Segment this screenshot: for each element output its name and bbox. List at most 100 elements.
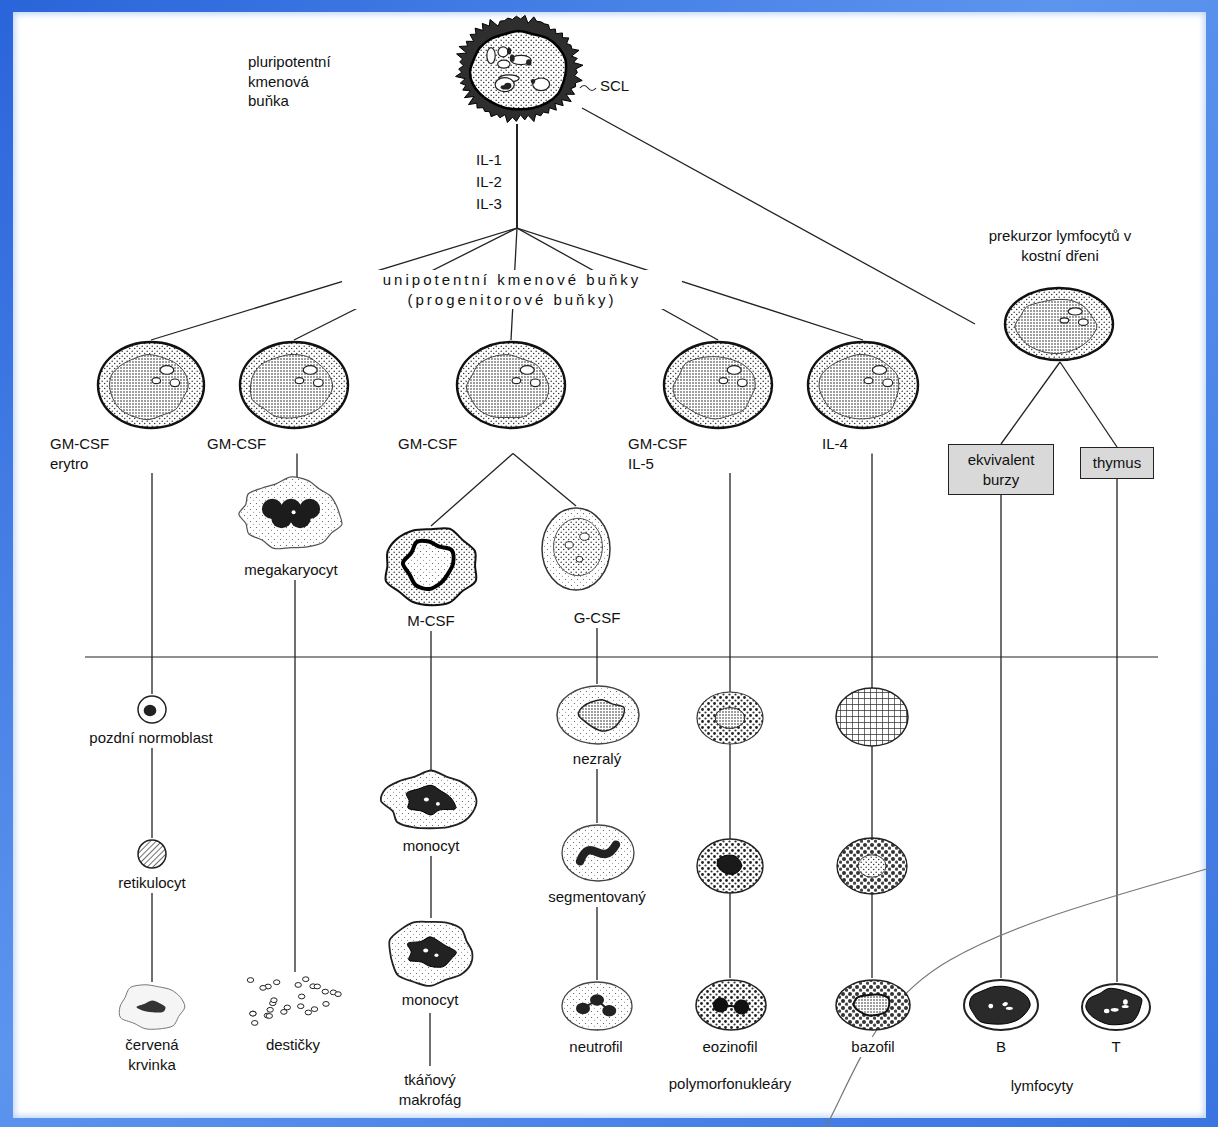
cell-label: destičky: [266, 1035, 320, 1055]
cell-label: IL-4: [822, 434, 848, 454]
blood-cell: destičky: [238, 972, 352, 1055]
diagram-label: IL-1: [476, 150, 502, 170]
lineage-connector: [151, 893, 152, 983]
blood-cell: T: [1080, 982, 1152, 1057]
lineage-connector: [430, 856, 431, 919]
cell-label: retikulocyt: [118, 873, 186, 893]
cell-label: GM-CSF: [207, 434, 266, 454]
cell-drawing: [836, 688, 908, 746]
organ-label: ekvivalent burzy: [961, 450, 1041, 489]
blood-cell: GM-CSF IL-5: [628, 340, 774, 473]
cell-drawing: [237, 478, 345, 550]
cell-drawing: [118, 982, 186, 1032]
cell-drawing: [697, 692, 763, 744]
organ-label: thymus: [1093, 453, 1141, 473]
lineage-connector: [1001, 362, 1060, 444]
blood-cell: nezralý: [555, 684, 641, 769]
cell-drawing: [806, 340, 920, 430]
blood-cell: monocyt: [383, 770, 479, 856]
cell-drawing: [383, 526, 479, 606]
cell-label: M-CSF: [407, 611, 455, 631]
cell-drawing: [96, 340, 206, 430]
lineage-connector: [151, 473, 152, 694]
diagram-label: SCL: [600, 76, 629, 96]
cell-drawing: [238, 340, 350, 430]
lineage-connector: [430, 631, 431, 771]
blood-cell: pozdní normoblast: [89, 694, 212, 748]
blood-cell: IL-4: [806, 340, 920, 454]
diagram-label: IL-2: [476, 172, 502, 192]
cell-label: GM-CSF IL-5: [628, 434, 700, 473]
cell-label: nezralý: [573, 749, 621, 769]
cell-label: prekurzor lymfocytů v kostní dřeni: [975, 226, 1145, 265]
separator-line: [85, 656, 1158, 657]
diagram-label: lymfocyty: [1011, 1076, 1074, 1096]
cell-label: červená krvinka: [113, 1035, 191, 1074]
white-panel: [13, 12, 1206, 1118]
lineage-connector: [1116, 479, 1117, 983]
cell-label: GM-CSF: [398, 434, 457, 454]
blood-cell: segmentovaný: [548, 823, 646, 907]
cell-drawing: [136, 838, 168, 870]
lineage-connector: [294, 580, 295, 973]
cell-drawing: [560, 823, 636, 883]
lineage-connector: [431, 454, 513, 527]
cell-label: B: [996, 1037, 1006, 1057]
cell-label: bazofil: [851, 1037, 894, 1057]
cell-drawing: [555, 684, 641, 746]
blood-cell: G-CSF: [540, 506, 620, 628]
blood-cell: eozinofil: [694, 978, 768, 1057]
diagram-label: unipotentní kmenové buňky (progenitorové…: [342, 270, 682, 309]
blood-cell: megakaryocyt: [237, 478, 345, 580]
cell-label: GM-CSF erytro: [50, 434, 122, 473]
cell-label: neutrofil: [569, 1037, 622, 1057]
diagram-label: IL-3: [476, 194, 502, 214]
cell-label: monocyt: [403, 836, 460, 856]
cell-drawing: [540, 506, 612, 592]
blood-cell: bazofil: [834, 978, 912, 1057]
cell-label: pluripotentní kmenová buňka: [248, 52, 353, 111]
lineage-connector: [296, 454, 297, 479]
cell-drawing: [694, 978, 768, 1032]
cell-drawing: [837, 838, 907, 894]
lineage-connector: [596, 628, 597, 685]
cell-drawing: [962, 978, 1040, 1032]
lineage-line: [429, 1013, 430, 1066]
cell-label: megakaryocyt: [244, 560, 337, 580]
cell-drawing: [662, 340, 774, 430]
cell-label: monocyt: [402, 990, 459, 1010]
cell-label: segmentovaný: [548, 887, 646, 907]
lineage-connector: [596, 907, 597, 981]
cell-drawing: [560, 980, 634, 1032]
cell-drawing: [834, 978, 912, 1032]
cell-drawing: [697, 839, 763, 893]
cell-label: pozdní normoblast: [89, 728, 212, 748]
diagram-label: polymorfonukleáry: [669, 1074, 792, 1094]
blood-cell: M-CSF: [383, 526, 479, 631]
cell-drawing: [1080, 982, 1152, 1032]
diagram-label: tkáňový makrofág: [393, 1070, 468, 1109]
cell-drawing: [385, 918, 475, 986]
blood-cell: GM-CSF: [207, 340, 350, 454]
blood-cell: neutrofil: [560, 980, 634, 1057]
cell-label: G-CSF: [574, 608, 621, 628]
blood-cell: monocyt: [385, 918, 475, 1010]
cell-drawing: [136, 694, 168, 725]
organ-box: thymus: [1080, 447, 1154, 479]
lineage-connector: [1000, 495, 1001, 978]
stray-pen-line: [826, 868, 1210, 1127]
lineage-connector: [513, 454, 576, 507]
blood-cell: prekurzor lymfocytů v kostní dřeni: [975, 226, 1145, 362]
organ-box: ekvivalent burzy: [948, 444, 1054, 495]
cell-label: eozinofil: [702, 1037, 757, 1057]
lineage-connector: [596, 769, 597, 824]
cell-drawing: [455, 14, 582, 124]
cell-drawing: [455, 340, 567, 430]
cell-drawing: [383, 770, 479, 832]
blood-cell: pluripotentní kmenová buňka: [248, 14, 582, 124]
blood-cell: červená krvinka: [113, 982, 191, 1074]
cell-drawing: [238, 972, 352, 1030]
blood-cell: retikulocyt: [118, 838, 186, 893]
